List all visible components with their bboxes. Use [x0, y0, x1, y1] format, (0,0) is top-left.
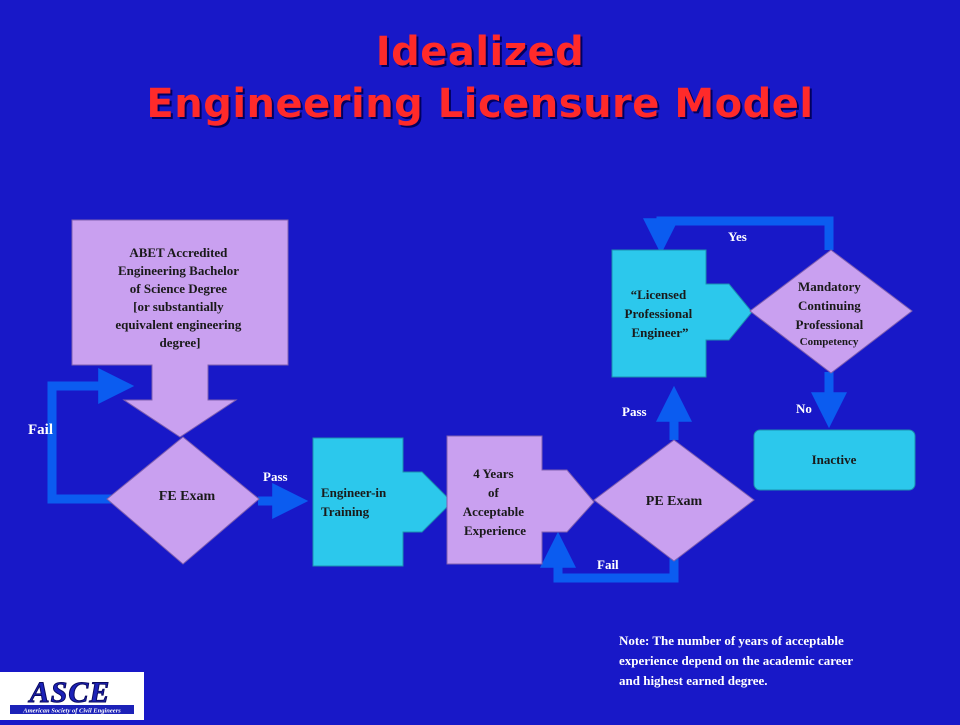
licensed-pe-box: “Licensed Professional Engineer” — [611, 249, 753, 378]
svg-text:ABET Accredited Engine: ABET Accredited Engineering Bachelor of … — [115, 245, 244, 350]
eit-box: Engineer-in Training — [312, 437, 453, 567]
title-line-2: Engineering Licensure Model — [146, 81, 814, 127]
mcpc-line: Mandatory — [798, 279, 861, 294]
fail-pe-label: Fail — [597, 557, 619, 572]
pass-pe-label: Pass — [622, 404, 647, 419]
pass-fe-label: Pass — [263, 469, 288, 484]
svg-text:4 Years of Acc: 4 Years of Acceptable Experience — [463, 466, 528, 538]
licensed-pe-line: “Licensed — [631, 287, 687, 302]
abet-line: of Science Degree — [130, 281, 227, 296]
footnote: Note: The number of years of acceptable … — [619, 631, 919, 691]
experience-line: Acceptable — [463, 504, 525, 519]
eit-line: Training — [321, 504, 370, 519]
footnote-line: experience depend on the academic career — [619, 653, 854, 668]
eit-line: Engineer-in — [321, 485, 387, 500]
yes-label: Yes — [728, 229, 747, 244]
mcpc-diamond: Mandatory Continuing Professional Compet… — [749, 249, 913, 374]
experience-line: 4 Years — [473, 466, 513, 481]
experience-box: 4 Years of Acceptable Experience — [446, 435, 595, 565]
asce-logo: ASCE American Society of Civil Engineers — [0, 672, 144, 720]
abet-line: ABET Accredited — [129, 245, 228, 260]
svg-text:American Society of Civil Engi: American Society of Civil Engineers — [22, 708, 121, 715]
yes-connector — [643, 216, 834, 255]
no-label: No — [796, 401, 812, 416]
abet-line: equivalent engineering — [115, 317, 242, 332]
mcpc-line: Competency — [800, 336, 859, 348]
pe-exam-diamond: PE Exam — [593, 439, 755, 562]
experience-line: of — [488, 485, 500, 500]
fail-pe-connector — [540, 531, 679, 583]
inactive-label: Inactive — [812, 452, 857, 467]
svg-text:“Licensed Professional: “Licensed Professional Engineer” — [625, 287, 696, 340]
licensed-pe-line: Professional — [625, 306, 693, 321]
fail-fe-connector — [47, 368, 135, 504]
fe-exam-label: FE Exam — [159, 489, 216, 504]
mcpc-line: Continuing — [798, 298, 861, 313]
footnote-line: Note: The number of years of acceptable — [619, 633, 844, 648]
abet-line: degree] — [160, 335, 201, 350]
svg-text:ASCE: ASCE — [28, 676, 111, 709]
footnote-line: and highest earned degree. — [619, 673, 768, 688]
experience-line: Experience — [464, 523, 526, 538]
mcpc-line: Professional — [796, 317, 864, 332]
title-line-1: Idealized — [375, 29, 585, 75]
svg-text:Engineer-in Training: Engineer-in Training — [321, 485, 390, 519]
fail-fe-label: Fail — [28, 422, 53, 438]
fe-exam-diamond: FE Exam — [106, 436, 260, 565]
inactive-box: Inactive — [753, 429, 916, 491]
licensed-pe-line: Engineer” — [631, 325, 688, 340]
abet-line: [or substantially — [133, 299, 224, 314]
pe-exam-label: PE Exam — [646, 494, 703, 509]
svg-text:Mandatory Continuing: Mandatory Continuing Professional Compet… — [796, 279, 867, 348]
abet-degree-box: ABET Accredited Engineering Bachelor of … — [71, 219, 289, 438]
abet-line: Engineering Bachelor — [118, 263, 239, 278]
